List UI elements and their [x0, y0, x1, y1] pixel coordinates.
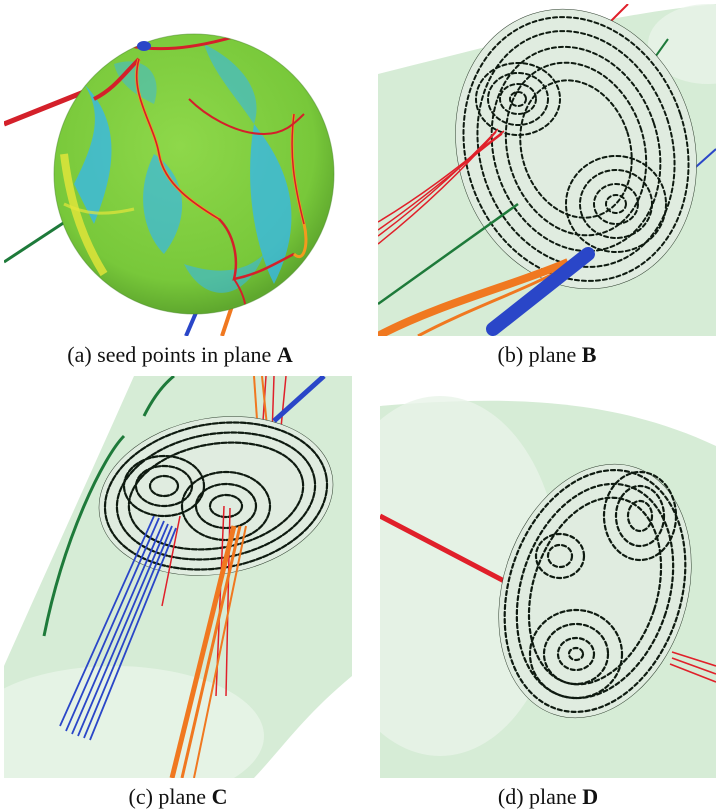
streamline-bundle-blue — [59, 515, 177, 741]
streamline-green — [378, 202, 519, 306]
ftle-field — [60, 34, 308, 314]
streamline-green — [42, 434, 126, 637]
panel-b-plane — [378, 4, 716, 336]
panel-d-svg — [380, 376, 716, 778]
panel-d-plane — [380, 376, 716, 778]
caption-b: (b) plane B — [497, 342, 597, 367]
streamline-bundle-orange — [169, 525, 247, 778]
streamline-bundle-blue — [486, 247, 595, 336]
plane-b-disc — [455, 8, 697, 290]
caption-c: (c) plane C — [128, 784, 228, 809]
streamline-green-seed — [4, 214, 75, 264]
panel-a-svg — [4, 33, 335, 336]
panel-c-plane — [4, 376, 352, 778]
streamline-bundle-red-right — [669, 651, 716, 683]
plane-d-disc — [498, 463, 692, 719]
caption-a: (a) seed points in plane A — [67, 342, 293, 367]
panel-a-seed-sphere — [4, 4, 356, 336]
panel-c-svg — [4, 376, 352, 778]
caption-d: (d) plane D — [497, 784, 599, 809]
streamline-blue-top — [272, 376, 326, 423]
panel-b-svg — [378, 4, 716, 336]
streamline-bundle-red — [378, 128, 505, 245]
blue-spot — [137, 41, 151, 51]
